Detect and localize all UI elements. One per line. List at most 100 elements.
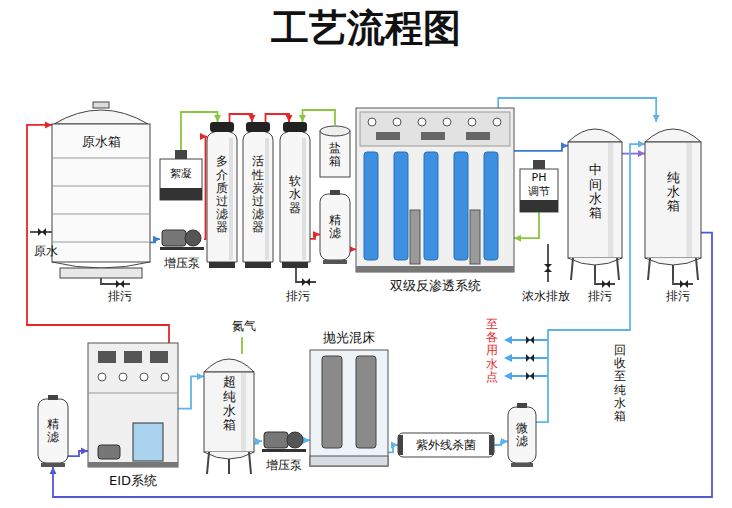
pipe-connector: [514, 142, 568, 151]
pipe-line: [303, 110, 336, 125]
tank-shade: [241, 373, 246, 451]
nitrogen-pipe: [241, 337, 243, 354]
membrane: [454, 152, 468, 260]
equipment-label: PH 调节: [526, 171, 552, 197]
rack-shelf: [88, 393, 178, 394]
arrow-head: [299, 115, 306, 122]
salt-tank-top: [320, 126, 350, 136]
vertical-label: 微滤: [516, 422, 528, 448]
panel-switch: [376, 132, 400, 140]
column-body: [207, 131, 237, 262]
tank-leg: [696, 258, 698, 280]
salt-tank: 盐箱: [320, 125, 350, 177]
ph-dosing-box: PH 调节: [520, 160, 558, 212]
tank-dome: [645, 129, 701, 142]
mixed-bed: 抛光混床: [310, 330, 388, 466]
vertical-label: 中间水箱: [589, 163, 602, 220]
drain-pipe: [296, 268, 316, 282]
rack-frame: [310, 350, 388, 466]
fine-filter: 精滤: [38, 395, 68, 467]
tank-bottom: [52, 262, 150, 268]
rack-pump: [470, 210, 480, 264]
panel-switch: [466, 132, 490, 140]
filter-base: [511, 463, 533, 467]
tank-bottom: [645, 258, 701, 265]
equipment-label: 絮凝: [170, 167, 192, 180]
rack-pump: [98, 445, 120, 459]
pipe-connector: [178, 373, 204, 409]
dosing-motor: [533, 160, 545, 169]
arrow-head: [514, 235, 521, 242]
arrow-head: [214, 115, 221, 122]
pump-head: [287, 432, 303, 448]
pipe-connector: [622, 150, 645, 157]
equipment-label: 原水箱: [82, 134, 121, 150]
pipe-note: 排污: [666, 289, 690, 303]
arrow-head: [200, 133, 207, 140]
valve: [116, 280, 124, 288]
equipment-label: 增压泵: [164, 256, 200, 270]
tank-lid: [93, 102, 109, 108]
tank-dome: [54, 110, 148, 124]
dosing-box: 絮凝: [160, 150, 202, 200]
control-panel: [360, 112, 510, 146]
arrow-head: [561, 142, 568, 149]
filter-column: 软水器: [280, 122, 310, 268]
dosing-box-body: [520, 169, 558, 212]
column-shade: [302, 138, 306, 260]
valve: [526, 336, 534, 344]
pipe-connector: [388, 442, 398, 453]
tap-arrow: [504, 336, 512, 344]
equipment-label: EID系统: [109, 473, 157, 489]
vertical-label: 多介质过滤器: [216, 155, 228, 234]
concentrate-pipe: [547, 244, 549, 282]
pipe-note: 浓水排放: [522, 289, 570, 303]
vertical-note: 至各用水点: [486, 318, 498, 384]
tank-base: [60, 268, 142, 278]
column-body: [280, 131, 310, 262]
arrow-head: [501, 438, 508, 445]
pipe-note: 氮气: [232, 319, 256, 333]
arrow-head: [255, 438, 262, 445]
pipe-line: [514, 146, 568, 151]
arrow-head: [653, 115, 660, 122]
column-cap: [283, 122, 307, 132]
vertical-note: 回收至纯水箱: [614, 344, 626, 423]
tank-body: [645, 142, 701, 258]
column-shade: [229, 138, 233, 260]
pipe-connector: [514, 212, 539, 242]
gauge: [161, 373, 169, 381]
pipe-connector: [68, 448, 88, 457]
rack-frame: [88, 343, 178, 467]
eid-module: [133, 423, 163, 461]
equipment-label: 增压泵: [266, 458, 302, 472]
vertical-label: 活性炭过滤器: [252, 155, 264, 234]
arrow-head: [638, 141, 645, 148]
valve: [302, 278, 310, 286]
equipment-label: 双级反渗透系统: [390, 278, 481, 294]
tank-ridge: [52, 214, 150, 215]
vertical-label: 精滤: [47, 418, 59, 444]
micro-filter: 微滤: [508, 403, 536, 467]
water-tank: 原水箱: [52, 100, 150, 278]
valve: [602, 280, 610, 288]
tank-body: [568, 142, 622, 258]
valve: [38, 228, 46, 236]
gauge: [443, 118, 451, 126]
pump-motor: [264, 432, 288, 448]
membrane: [484, 152, 498, 260]
rack-base: [310, 456, 388, 466]
membrane: [424, 152, 438, 260]
water-tank: 纯水箱: [645, 122, 701, 280]
tank-leg: [249, 452, 251, 474]
valve: [526, 372, 534, 380]
rack-base: [88, 462, 178, 467]
gauge: [119, 373, 127, 381]
filter-housing: [38, 399, 68, 463]
pipe-connector: [150, 236, 160, 243]
pipe-connector: [27, 121, 169, 343]
water-tank: 超纯水箱: [204, 352, 254, 474]
filter-column: 多介质过滤器: [207, 122, 237, 268]
uv-tube: [398, 433, 494, 457]
